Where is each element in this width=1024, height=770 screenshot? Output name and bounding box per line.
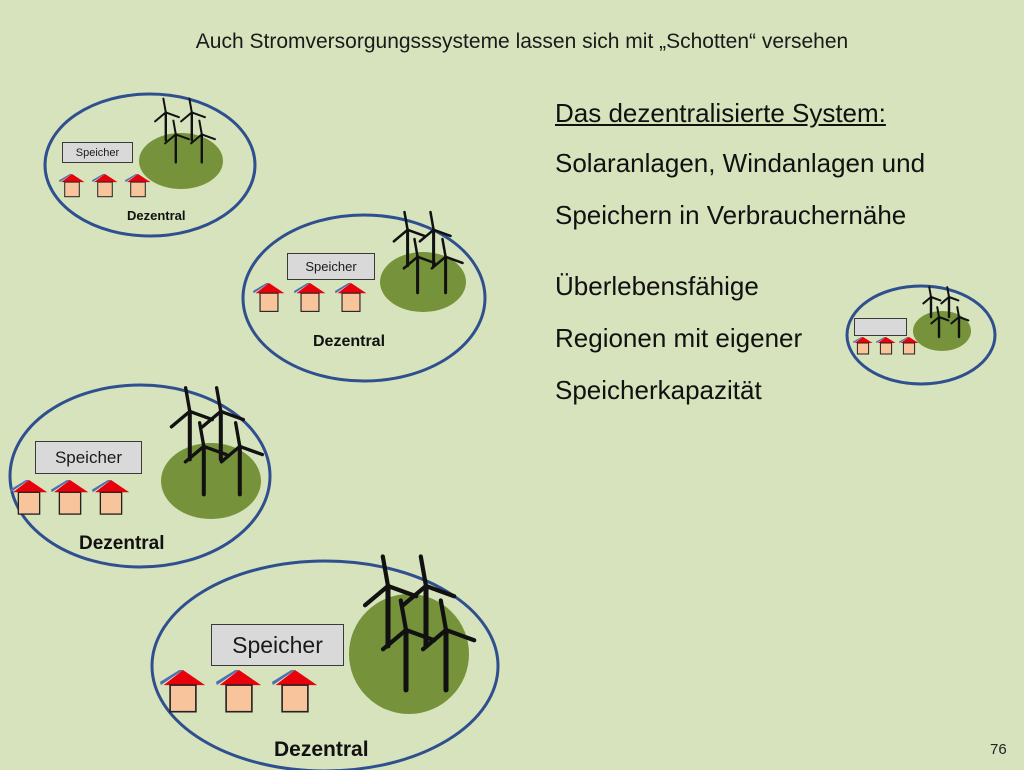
region-1: Speicher Dezentral — [42, 92, 262, 240]
house-icon — [160, 670, 206, 713]
house-icon — [294, 283, 326, 313]
house-icon — [125, 173, 151, 198]
slide-title: Auch Stromversorgungsssysteme lassen sic… — [195, 30, 849, 53]
wind-turbine-icon — [950, 306, 970, 339]
speicher-box: Speicher — [211, 624, 344, 666]
wind-turbine-icon — [930, 306, 950, 339]
wind-turbine-icon — [164, 119, 191, 164]
speicher-box — [854, 318, 907, 336]
house-icon — [899, 336, 919, 354]
text-line-1: Solaranlagen, Windanlagen und — [555, 148, 926, 178]
text-line-2: Speichern in Verbrauchernähe — [555, 200, 907, 230]
text-line-3: Überlebensfähige — [555, 271, 759, 301]
wind-turbine-icon — [392, 211, 427, 268]
wind-turbine-icon — [402, 238, 437, 295]
dezentral-label: Dezentral — [274, 738, 369, 761]
house-icon — [253, 283, 285, 313]
region-ellipse — [150, 559, 500, 770]
wind-turbine-icon — [190, 119, 217, 164]
house-icon — [853, 336, 873, 354]
wind-turbine-icon — [418, 211, 453, 268]
wind-turbine-icon — [154, 97, 181, 142]
wind-turbine-icon — [420, 598, 477, 693]
dezentral-label: Dezentral — [127, 208, 186, 223]
text-line-5: Speicherkapazität — [555, 375, 762, 405]
text-heading: Das dezentralisierte System: — [555, 98, 886, 128]
region-4: Speicher Dezentral — [150, 554, 502, 770]
text-line-4: Regionen mit eigener — [555, 323, 803, 353]
wind-turbine-icon — [940, 286, 960, 319]
region-2: Speicher Dezentral — [241, 211, 493, 384]
house-icon — [59, 173, 85, 198]
house-icon — [51, 479, 89, 515]
speicher-box: Speicher — [62, 142, 133, 163]
wind-turbine-icon — [180, 97, 207, 142]
house-icon — [92, 173, 118, 198]
wind-turbine-icon — [183, 420, 229, 497]
wind-turbine-icon — [430, 238, 465, 295]
wind-turbine-icon — [219, 420, 265, 497]
speicher-box: Speicher — [287, 253, 375, 280]
house-icon — [876, 336, 896, 354]
house-icon — [272, 670, 318, 713]
speicher-box: Speicher — [35, 441, 142, 474]
wind-turbine-icon — [380, 598, 437, 693]
hill-icon — [349, 594, 469, 714]
hill-icon — [913, 311, 971, 351]
wind-turbine-icon — [362, 554, 419, 649]
house-icon — [92, 479, 130, 515]
region-ellipse — [845, 284, 997, 386]
house-icon — [335, 283, 367, 313]
page-number: 76 — [990, 741, 1007, 758]
wind-turbine-icon — [922, 286, 942, 319]
dezentral-label: Dezentral — [313, 333, 386, 350]
house-icon — [216, 670, 262, 713]
wind-turbine-icon — [169, 385, 215, 462]
house-icon — [10, 479, 48, 515]
region-5 — [845, 284, 1000, 387]
region-3: Speicher Dezentral — [7, 383, 282, 573]
dezentral-label: Dezentral — [79, 533, 165, 554]
